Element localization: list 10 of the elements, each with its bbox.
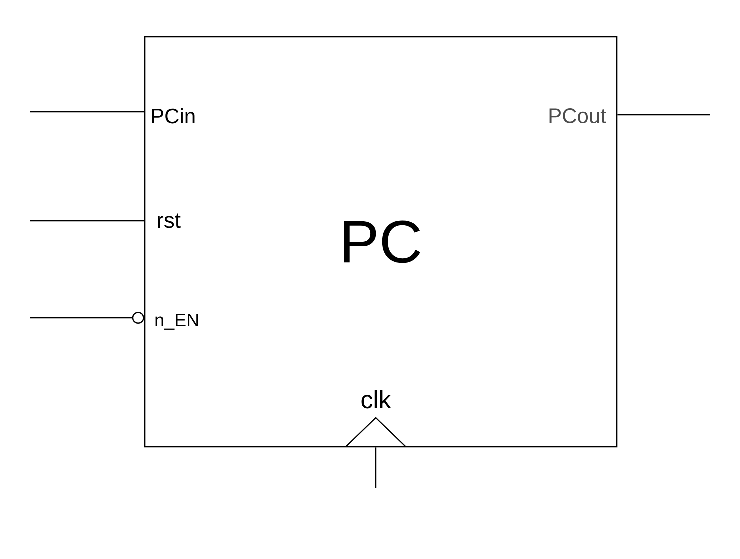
signal-line: [375, 448, 377, 488]
signal-line: [30, 111, 144, 113]
pin-label: clk: [362, 390, 392, 409]
pin-label: PCout: [550, 108, 606, 124]
signal-line: [30, 220, 144, 222]
pin-label: PCin: [152, 108, 195, 124]
signal-line: [618, 114, 710, 116]
pin-label: n_EN: [156, 314, 198, 330]
pin-label: rst: [158, 214, 181, 228]
signal-line: [30, 312, 144, 324]
